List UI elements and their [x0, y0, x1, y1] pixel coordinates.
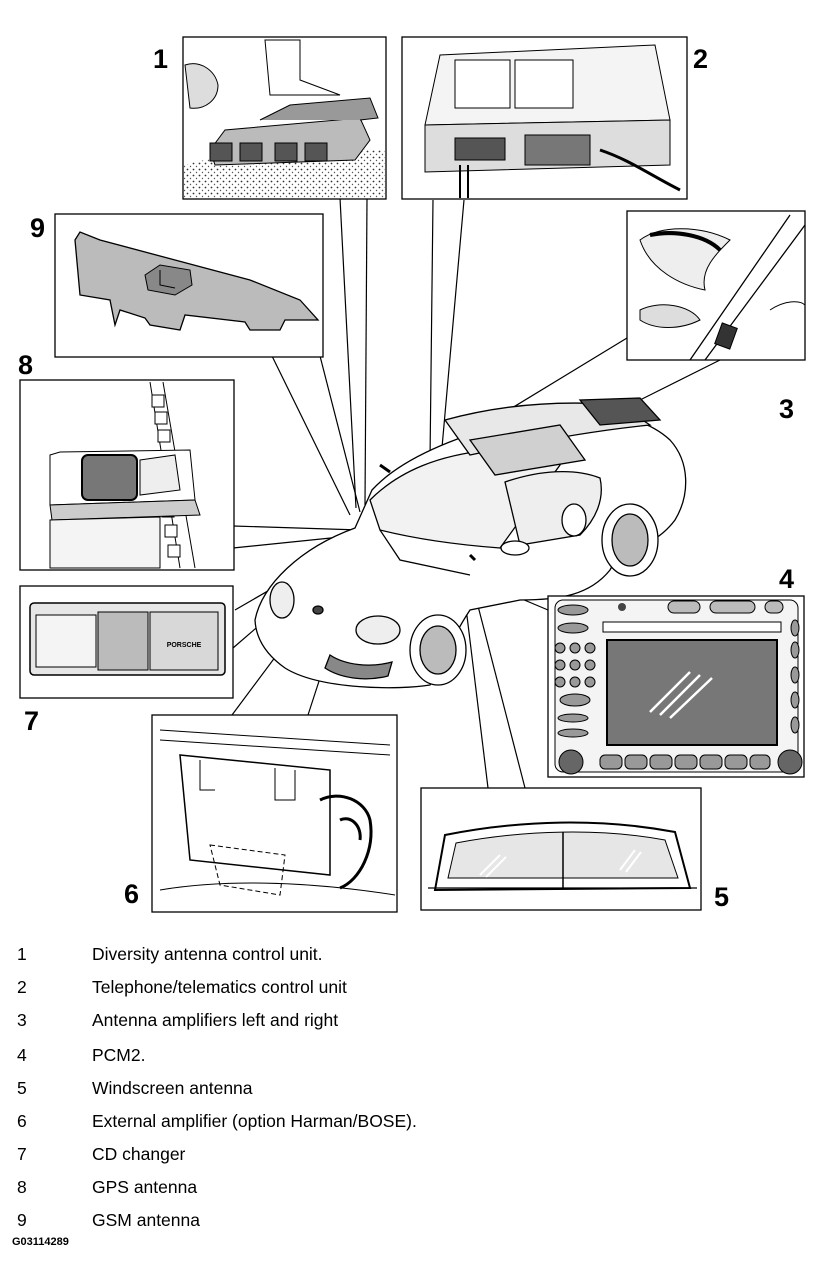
legend-number: 7 — [17, 1144, 27, 1164]
legend-description: GSM antenna — [92, 1210, 200, 1230]
component-location-diagram: PORSCHE 1 2 3 4 5 6 7 8 9 — [18, 36, 806, 913]
callout-6: 6 — [124, 879, 139, 909]
legend-number: 1 — [17, 944, 27, 964]
panel-1-diversity-antenna — [182, 36, 387, 200]
legend-description: Diversity antenna control unit. — [92, 944, 323, 964]
legend-description: Telephone/telematics control unit — [92, 977, 347, 997]
panel-4-pcm2-unit — [547, 595, 805, 778]
panel-9-gsm-antenna — [54, 213, 324, 358]
legend-number: 6 — [17, 1111, 27, 1131]
legend-description: GPS antenna — [92, 1177, 198, 1197]
callout-numbers: 1 2 3 4 5 6 7 8 9 — [18, 44, 794, 912]
panel-2-telematics-unit — [401, 36, 688, 200]
panel-8-gps-antenna — [19, 379, 235, 571]
callout-1: 1 — [153, 44, 168, 74]
panel-5-windscreen-antenna — [420, 787, 702, 911]
legend-description: CD changer — [92, 1144, 186, 1164]
callout-2: 2 — [693, 44, 708, 74]
panel-6-external-amplifier — [151, 714, 398, 913]
callout-3: 3 — [779, 394, 794, 424]
callout-4: 4 — [779, 564, 794, 594]
legend-description: Antenna amplifiers left and right — [92, 1010, 339, 1030]
legend-description: External amplifier (option Harman/BOSE). — [92, 1111, 417, 1131]
legend-description: Windscreen antenna — [92, 1078, 253, 1098]
legend-number: 8 — [17, 1177, 27, 1197]
figure-code: G03114289 — [12, 1236, 69, 1248]
callout-8: 8 — [18, 350, 33, 380]
callout-9: 9 — [30, 213, 45, 243]
panel-7-cd-changer: PORSCHE — [19, 585, 234, 699]
callout-7: 7 — [24, 706, 39, 736]
callout-5: 5 — [714, 882, 729, 912]
legend-number: 9 — [17, 1210, 27, 1230]
panel-3-antenna-amplifiers — [626, 210, 806, 361]
legend-description: PCM2. — [92, 1045, 146, 1065]
legend-number: 2 — [17, 977, 27, 997]
legend-number: 4 — [17, 1045, 27, 1065]
legend-number: 3 — [17, 1010, 27, 1030]
cd-changer-brand-label: PORSCHE — [167, 642, 202, 649]
car-illustration — [254, 397, 687, 689]
legend-number: 5 — [17, 1078, 27, 1098]
